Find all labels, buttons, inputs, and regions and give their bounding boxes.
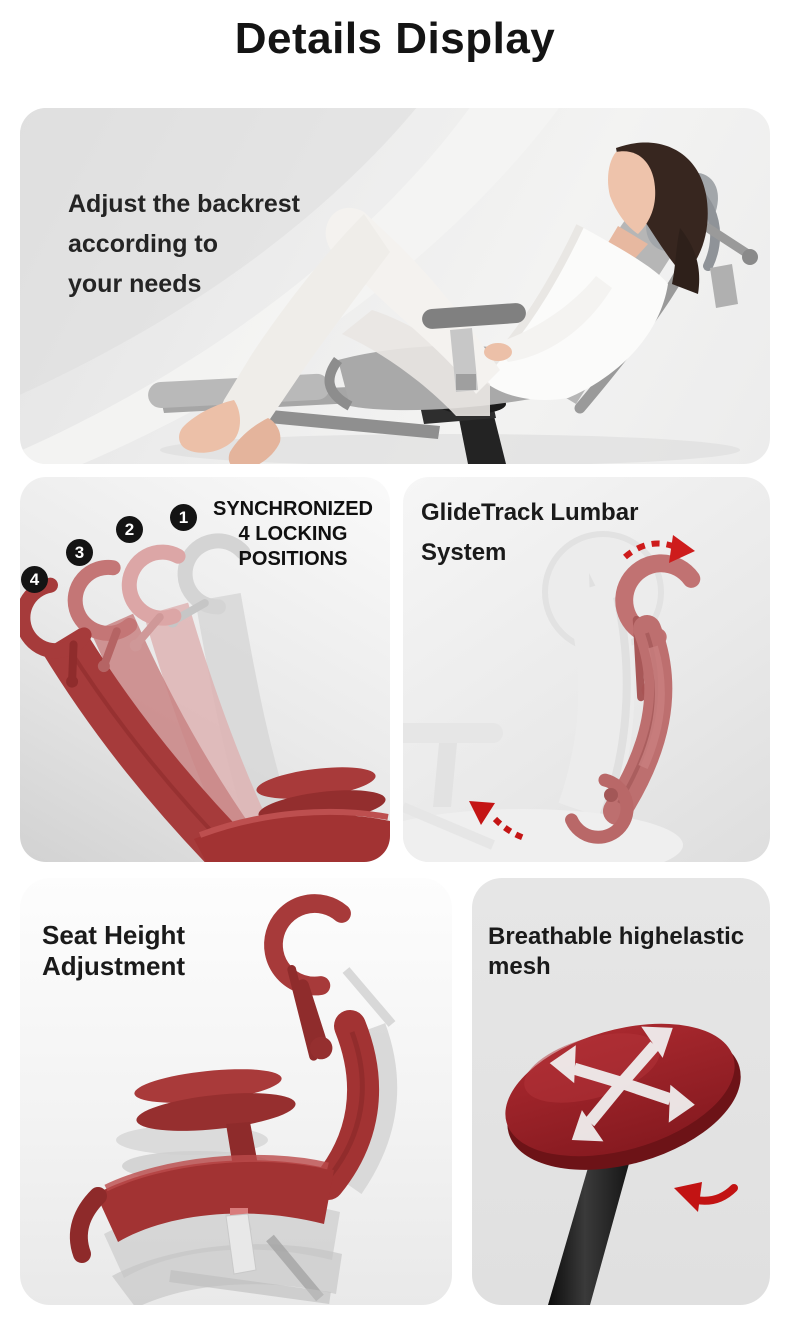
seat-front-edge [324,357,353,411]
lumbar-system-panel: GlideTrack Lumbar System [403,477,770,862]
caption-line: your needs [68,270,202,298]
woman-neck [606,226,648,266]
locking-positions-illustration [20,533,390,862]
red-seat [96,1160,334,1242]
ghost-seat [403,809,683,862]
ghost-headrest-arm [342,967,396,1027]
page-title: Details Display [234,14,556,63]
rotate-left-arrow-icon [692,1184,738,1205]
background-swirl [20,108,559,464]
headrest-bracket [703,223,753,259]
seat-height-panel: Seat Height Adjustment [20,878,452,1305]
caption-line: POSITIONS [238,548,348,570]
rotate-clockwise-arrowhead-icon [669,535,695,563]
headrest-position-3 [67,559,138,673]
four-way-stretch-arrows-icon [549,1026,695,1142]
seat-height-caption: Seat Height Adjustment [42,920,185,982]
lumbar-pivot [604,788,618,802]
floor-shadow [160,434,740,464]
armrest-column [548,1154,630,1305]
seat-front-lip [69,1187,107,1263]
caption-line: System [421,539,507,566]
rotate-clockwise-dashed-arrow-icon [623,540,681,560]
woman-foot [179,400,240,453]
legrest-strut [248,408,440,439]
caption-line: Adjust the backrest [68,190,301,218]
mesh-caption: Breathable highelastic mesh [488,922,744,982]
rotate-left-arrowhead-icon [674,1182,702,1212]
woman-foot [228,418,281,464]
position-4-badge-icon: 4 [21,566,48,593]
position-1-badge-icon: 1 [170,504,197,531]
mesh-panel: Breathable highelastic mesh [472,878,770,1305]
lumbar-caption: GlideTrack Lumbar System [421,493,638,573]
position-2-badge-icon: 2 [116,516,143,543]
mesh-armpad-illustration [505,1023,741,1305]
rotate-counterclockwise-dashed-arrow-icon [492,816,528,842]
woman-hair [672,228,700,294]
seat-height-illustration [69,894,398,1305]
caption-line: Seat Height [42,920,186,950]
armrest-post-base [456,374,476,390]
seat-highlight [198,808,389,838]
seat-highlight [104,1154,329,1192]
caption-line: Breathable highelastic [488,923,745,950]
ghost-backrest [338,1023,398,1194]
caption-line: mesh [488,953,551,980]
background-swirl [20,108,417,395]
ghost-chair-leg [403,802,495,850]
bracket-knob [742,249,758,265]
ghost-armrest-pad [403,723,503,743]
ghost-base [169,1270,331,1304]
caption-line: Adjustment [42,951,185,981]
woman-face [608,151,656,234]
caption-line: SYNCHRONIZED [212,498,373,520]
woman-leg-back [342,310,490,416]
height-gauge [225,1213,257,1275]
caption-line: GlideTrack Lumbar [421,499,639,526]
red-armrest-pad-bottom [136,1093,296,1131]
red-headrest [264,894,351,1061]
reclining-woman-chair-photo [20,108,758,464]
backrest-feature-panel: Adjust the backrest according to your ne… [20,108,770,464]
rotate-counterclockwise-arrowhead-icon [469,801,495,825]
ghost-backrest [558,578,635,822]
backrest-rib [328,1031,365,1178]
spine-branch [638,645,665,770]
headrest-position-2 [121,544,186,652]
lumbar-system-illustration [403,531,701,862]
ghost-base-strut [266,1234,324,1302]
locking-caption: SYNCHRONIZED 4 LOCKING POSITIONS [200,497,386,572]
woman-hand [484,343,512,361]
woman-arm [494,276,612,362]
headrest-position-4 [20,577,92,688]
armrest-pad [422,303,526,329]
position-3-badge-icon: 3 [66,539,93,566]
lumbar-pad-hook [565,773,634,844]
chair-seat [194,814,390,862]
ghost-armrest-post [433,743,457,807]
caption-line: according to [68,230,219,258]
woman-shin [221,214,390,435]
locking-positions-panel: 1 2 3 4 SYNCHRONIZED 4 LOCKING POSITIONS [20,477,390,862]
backrest-caption: Adjust the backrest according to your ne… [68,184,300,304]
adjuster-flap [710,264,738,308]
caption-line: 4 LOCKING [238,523,348,545]
